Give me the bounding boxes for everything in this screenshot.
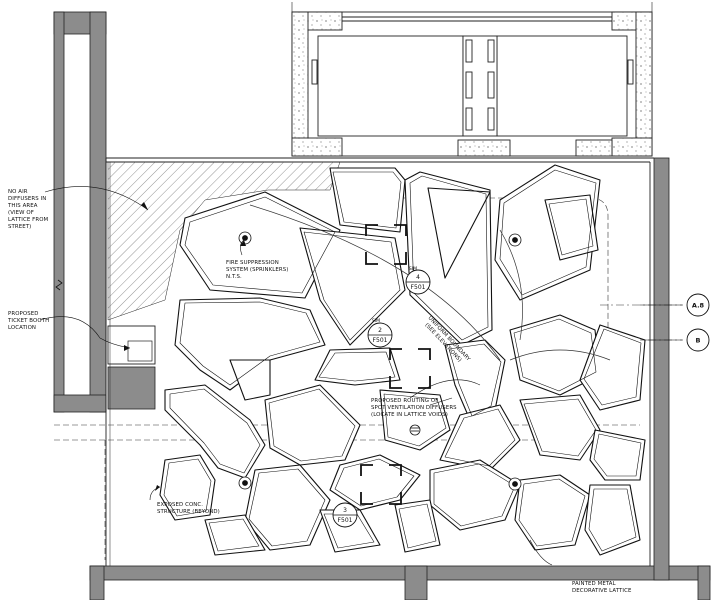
section-tag-4: 4 F501 SIM xyxy=(405,266,431,295)
tag-sim: SIM xyxy=(409,266,417,272)
note-line: (VIEW OF xyxy=(8,210,34,216)
note-line: PROPOSED ROUTING OF xyxy=(371,398,438,404)
note-line: STREET) xyxy=(8,224,31,230)
note-line: DIFFUSERS IN xyxy=(8,196,46,202)
guide-arcs xyxy=(249,204,611,361)
grid-label: B xyxy=(696,337,701,345)
note-line: THIS AREA xyxy=(7,203,38,209)
sprinkler-icon xyxy=(508,477,522,491)
tag-sim: SIM xyxy=(372,318,380,324)
tag-number: 3 xyxy=(343,507,347,514)
grid-bubble-a8: A.8 xyxy=(686,293,710,317)
grid-bubble-b: B xyxy=(686,328,710,352)
note-line: PROPOSED xyxy=(8,311,39,317)
sprinkler-icon xyxy=(238,476,252,490)
tag-number: 4 xyxy=(416,274,420,281)
note-exposed-structure: EXPOSED CONC. STRUCTURE (BEYOND) xyxy=(157,502,220,515)
lattice-outer xyxy=(159,164,646,556)
sprinkler-icon xyxy=(508,233,522,247)
note-line: SYSTEM (SPRINKLERS) xyxy=(226,267,288,273)
note-line: DECORATIVE LATTICE xyxy=(572,588,632,594)
sprinkler-icon xyxy=(238,231,252,245)
tag-number: 2 xyxy=(378,327,382,334)
walls xyxy=(53,11,711,600)
note-no-air: NO AIR DIFFUSERS IN THIS AREA (VIEW OF L… xyxy=(7,189,49,230)
note-line: PAINTED METAL xyxy=(572,581,616,587)
note-line: NO AIR xyxy=(8,189,28,195)
tag-sheet: F501 xyxy=(338,517,353,524)
diffuser-icon xyxy=(409,424,421,436)
note-line: LOCATION xyxy=(8,325,36,331)
note-line: SPOT VENTILATION DIFFUSERS xyxy=(371,405,457,411)
tag-sheet: F501 xyxy=(373,337,388,344)
grid-label: A.8 xyxy=(692,302,705,310)
elevator-core xyxy=(291,2,653,157)
note-routing: PROPOSED ROUTING OF SPOT VENTILATION DIF… xyxy=(371,398,457,418)
note-line: FIRE SUPPRESSION xyxy=(226,260,279,266)
leader-lines xyxy=(39,186,683,566)
break-line xyxy=(55,279,63,291)
decorative-lattice xyxy=(159,164,646,556)
section-tag-3: 3 F501 xyxy=(332,502,358,528)
note-line: (LOCATE IN LATTICE VOIDS) xyxy=(371,412,448,418)
section-tag-2: 2 F501 SIM xyxy=(367,318,393,348)
note-painted-lattice: PAINTED METAL DECORATIVE LATTICE xyxy=(572,581,632,594)
note-line: N.T.S. xyxy=(226,274,242,280)
lattice-inner xyxy=(163,169,642,552)
note-line: LATTICE FROM xyxy=(8,217,49,223)
note-line: TICKET BOOTH xyxy=(7,318,49,324)
note-ticket-booth: PROPOSED TICKET BOOTH LOCATION xyxy=(7,311,49,331)
detail-markers xyxy=(360,224,431,505)
note-line: EXPOSED CONC. xyxy=(157,502,203,508)
note-line: STRUCTURE (BEYOND) xyxy=(157,509,220,515)
tag-sheet: F501 xyxy=(411,284,426,291)
ticket-booth xyxy=(107,325,156,365)
note-fire-suppression: FIRE SUPPRESSION SYSTEM (SPRINKLERS) N.T… xyxy=(226,260,288,280)
